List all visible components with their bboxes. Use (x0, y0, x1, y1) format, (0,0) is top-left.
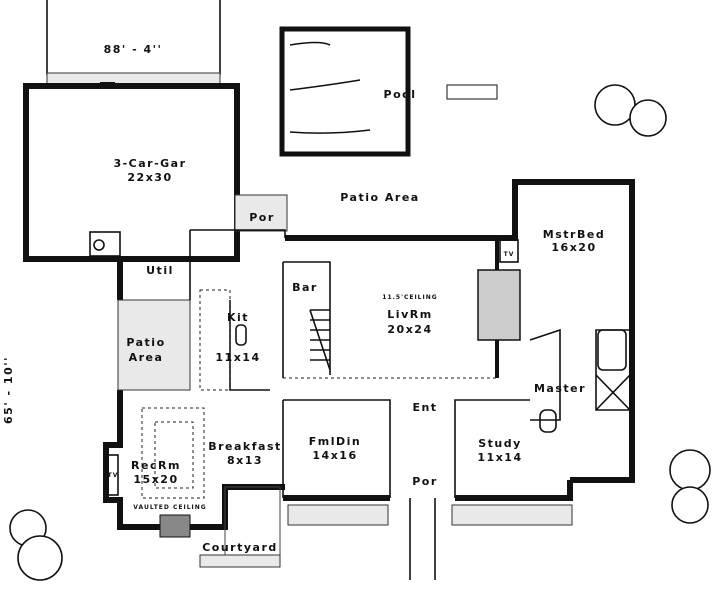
entry-label: Ent (412, 401, 437, 414)
living-size: 20x24 (387, 323, 432, 336)
living-ceiling-note: 11.5'CEILING (382, 294, 437, 301)
depth-dimension: 65' - 10'' (2, 356, 15, 424)
garage (23, 82, 240, 262)
room-labels: Util Bar Kit 11x14 Patio Area 11.5'CEILI… (108, 228, 605, 554)
master-bed-label: MstrBed (543, 228, 605, 241)
rec-room-label: RecRm (131, 459, 181, 472)
rec-room-size: 15x20 (133, 473, 178, 486)
living-label: LivRm (387, 308, 432, 321)
side-porch-label: Por (249, 211, 275, 224)
side-patio-label-2: Area (129, 351, 164, 364)
study-label: Study (478, 437, 522, 450)
front-porch-label: Por (412, 475, 438, 488)
family-dining-label: FmlDin (309, 435, 361, 448)
garage-label: 3-Car-Gar (113, 157, 186, 170)
living-tv-label: TV (504, 251, 515, 258)
rec-room-ceiling-note: VAULTED CEILING (133, 504, 206, 511)
kitchen-label: Kit (227, 311, 249, 324)
breakfast-size: 8x13 (227, 454, 263, 467)
garage-size: 22x30 (127, 171, 172, 184)
width-dimension: 88' - 4'' (104, 43, 163, 56)
family-dining-size: 14x16 (312, 449, 357, 462)
study-size: 11x14 (477, 451, 522, 464)
landscaping-trees (9, 84, 711, 581)
pool-label: Pool (384, 88, 417, 101)
house-walls (103, 179, 635, 580)
side-porch (234, 194, 288, 232)
courtyard-label: Courtyard (202, 541, 278, 554)
util-label: Util (146, 264, 174, 277)
pool (279, 26, 498, 157)
master-bed-size: 16x20 (551, 241, 596, 254)
side-patio-label-1: Patio (126, 336, 165, 349)
breakfast-label: Breakfast (208, 440, 282, 453)
master-bath-label: Master (534, 382, 586, 395)
bar-label: Bar (292, 281, 318, 294)
rec-tv-label: TV (108, 472, 119, 479)
patio-area-label: Patio Area (340, 191, 419, 204)
kitchen-size: 11x14 (215, 351, 260, 364)
